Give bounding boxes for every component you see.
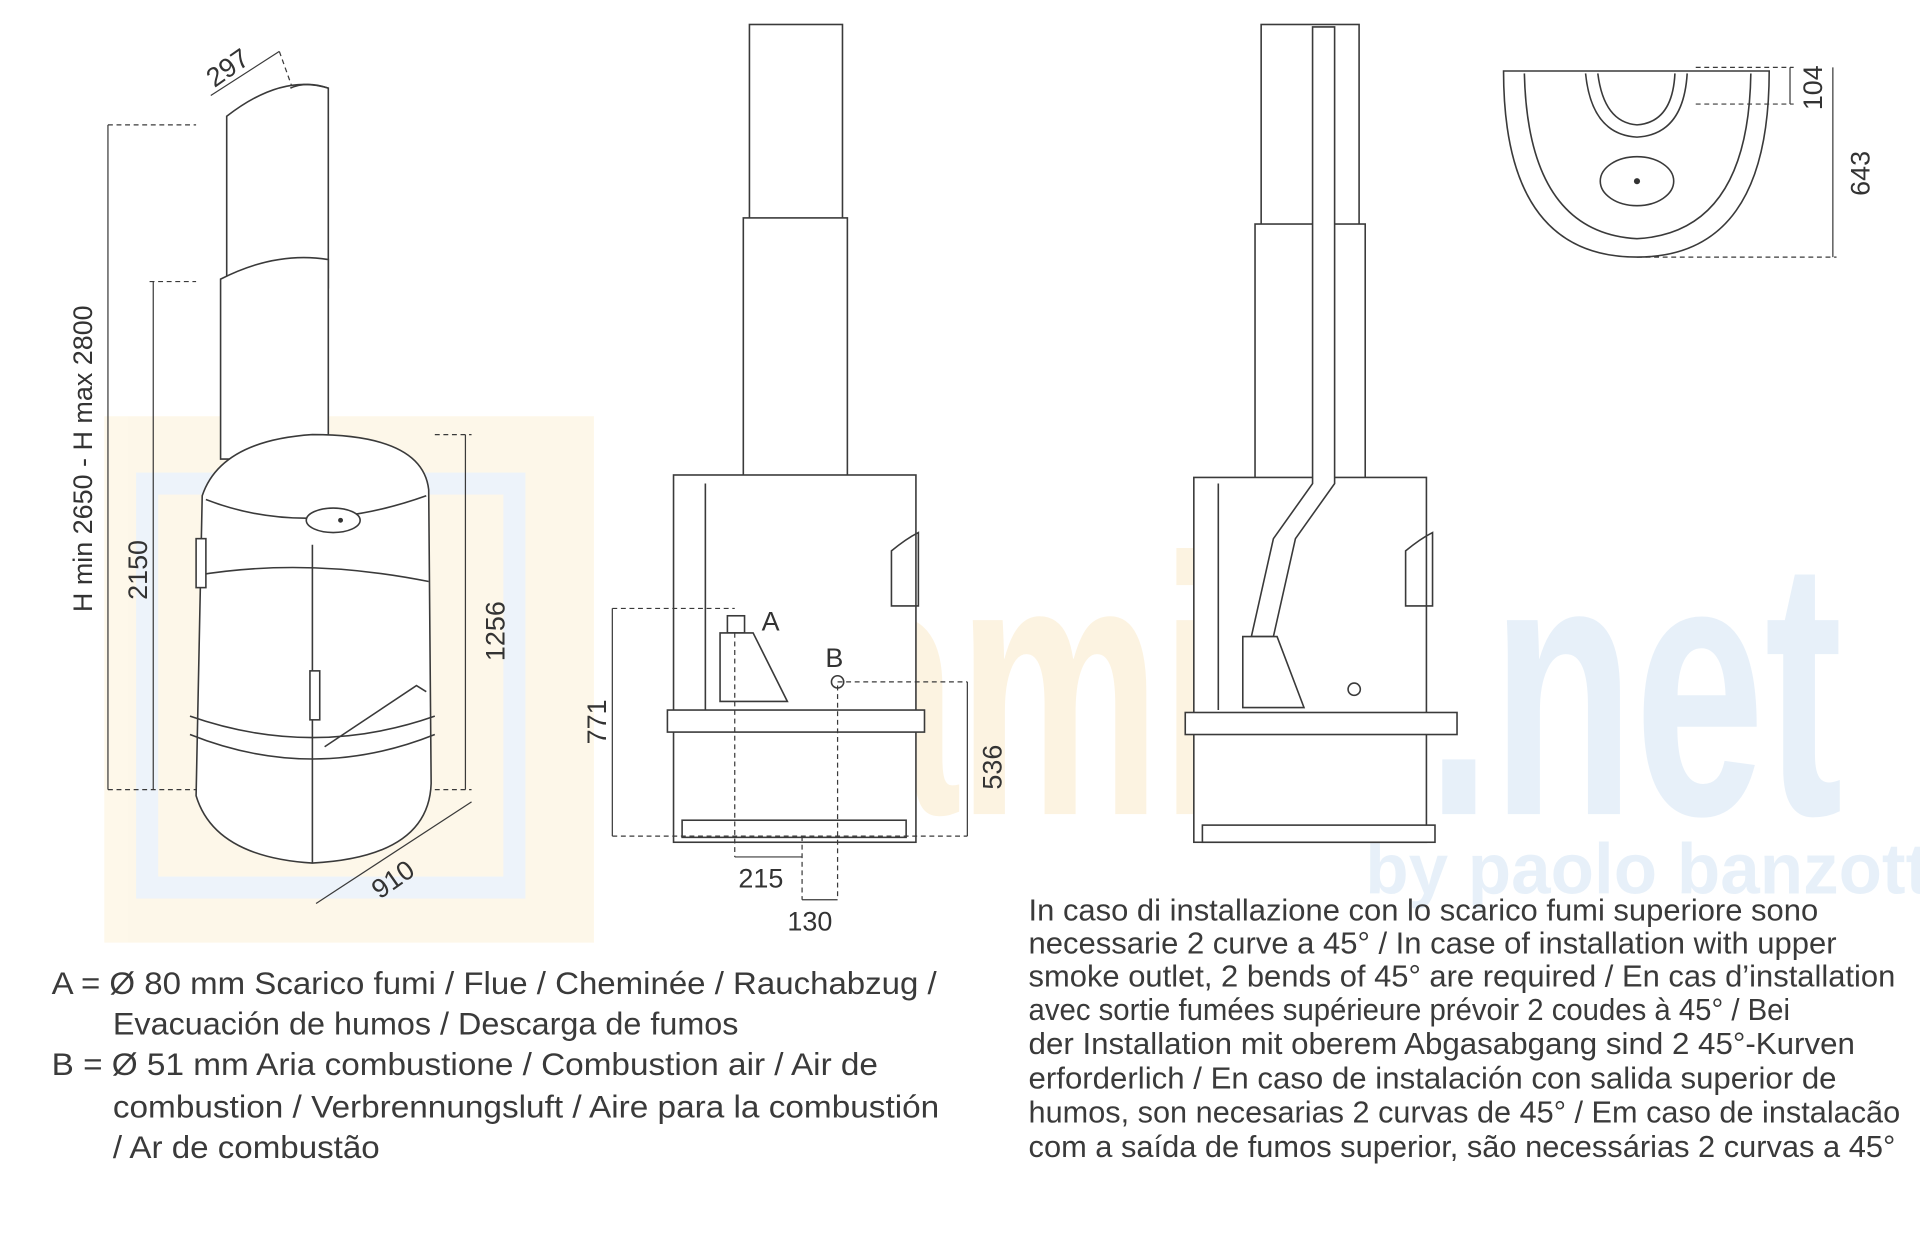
note-line: erforderlich / En caso de instalación co… bbox=[1029, 1061, 1837, 1095]
dim-771: 771 bbox=[582, 699, 612, 744]
dim-height-range: H min 2650 - H max 2800 bbox=[68, 305, 98, 612]
installation-note: In caso di installazione con lo scarico … bbox=[1029, 894, 1901, 1164]
note-line: smoke outlet, 2 bends of 45° are require… bbox=[1029, 960, 1896, 994]
svg-text:by paolo banzotti: by paolo banzotti bbox=[1365, 831, 1920, 910]
dim-297: 297 bbox=[201, 43, 255, 93]
note-line: necessarie 2 curve a 45° / In case of in… bbox=[1029, 927, 1837, 961]
legend-line: B = Ø 51 mm Aria combustione / Combustio… bbox=[52, 1046, 878, 1082]
legend-line: / Ar de combustão bbox=[113, 1129, 380, 1165]
note-line: avec sortie fumées supérieure prévoir 2 … bbox=[1029, 993, 1790, 1027]
dim-2150: 2150 bbox=[123, 540, 153, 600]
dim-536: 536 bbox=[978, 745, 1008, 790]
perspective-view: H min 2650 - H max 2800 2150 1256 910 29… bbox=[68, 43, 511, 905]
dim-1256: 1256 bbox=[481, 601, 511, 661]
top-view: 104 643 bbox=[1502, 65, 1876, 258]
legend-line: combustion / Verbrennungsluft / Aire par… bbox=[113, 1089, 939, 1125]
note-line: der Installation mit oberem Abgasabgang … bbox=[1029, 1027, 1855, 1061]
dim-130: 130 bbox=[787, 906, 832, 936]
dim-643: 643 bbox=[1846, 151, 1876, 196]
front-view: A B 771 536 215 130 bbox=[582, 23, 1008, 936]
note-line: com a saída de fumos superior, são neces… bbox=[1029, 1130, 1896, 1164]
marker-a: A bbox=[762, 606, 780, 636]
marker-b: B bbox=[825, 643, 843, 673]
note-line: humos, son necesarias 2 curvas de 45° / … bbox=[1029, 1096, 1901, 1130]
svg-text:.net: .net bbox=[1426, 482, 1842, 892]
dim-215: 215 bbox=[738, 864, 783, 894]
note-line: In caso di installazione con lo scarico … bbox=[1029, 894, 1819, 928]
legend: A = Ø 80 mm Scarico fumi / Flue / Chemin… bbox=[52, 965, 940, 1165]
dim-104: 104 bbox=[1798, 65, 1828, 110]
legend-line: A = Ø 80 mm Scarico fumi / Flue / Chemin… bbox=[52, 965, 937, 1001]
legend-line: Evacuación de humos / Descarga de fumos bbox=[113, 1005, 739, 1041]
section-view bbox=[1184, 23, 1458, 844]
